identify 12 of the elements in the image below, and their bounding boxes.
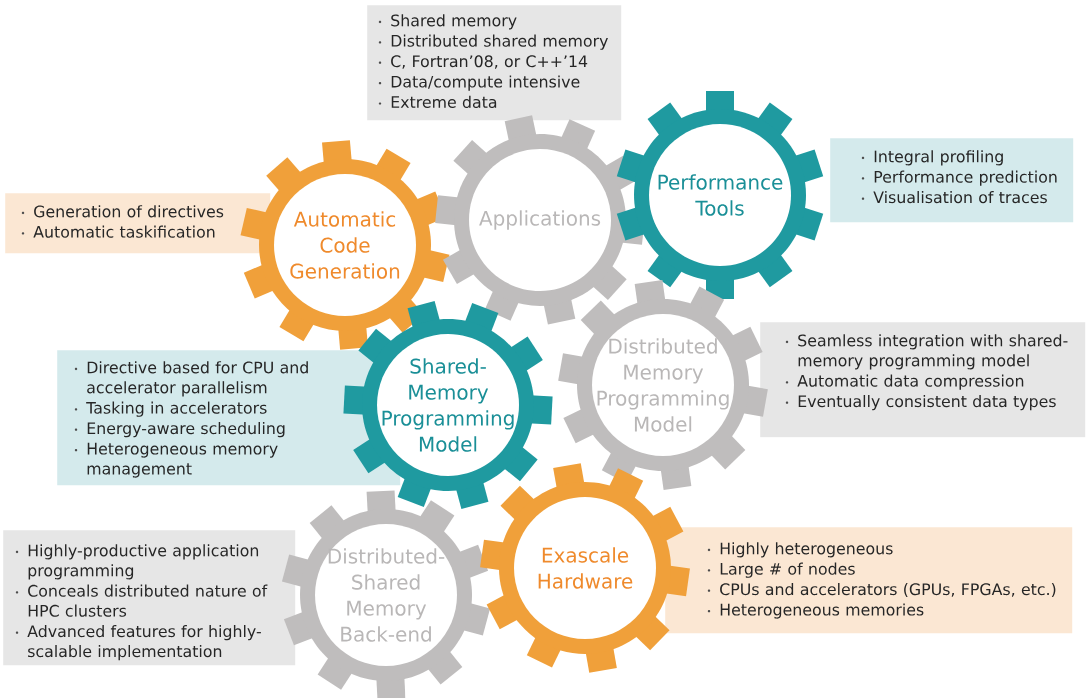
gear: Exascale Hardware (480, 463, 690, 673)
gear: Automatic Code Generation (240, 140, 450, 350)
info-box: Generation of directives Automatic taskification (5, 193, 271, 254)
info-box: Seamless integration with shared-memory programming model Automatic data compression Eventually consistent data types (760, 322, 1086, 438)
gear: Distributed Memory Programming Model (558, 280, 768, 490)
info-box: Highly heterogeneous Large # of nodes CPUs and accelerators (GPUs, FPGAs, etc.) Heterogeneous memories (665, 527, 1073, 634)
gear: Performance Tools (616, 91, 824, 299)
info-box: Shared memory Distributed shared memory C, Fortran’08, or C++’14 Data/compute intensive Extreme data (367, 5, 622, 121)
gear: Shared-Memory Programming Model (343, 300, 553, 510)
info-box: Highly-productive application programming Conceals distributed nature of HPC clusters Advanced features for highly-scalable implementation (3, 530, 296, 666)
info-box: Integral profiling Performance prediction Visualisation of traces (830, 138, 1074, 223)
gear: Distributed-Shared Memory Back-end (281, 490, 491, 698)
